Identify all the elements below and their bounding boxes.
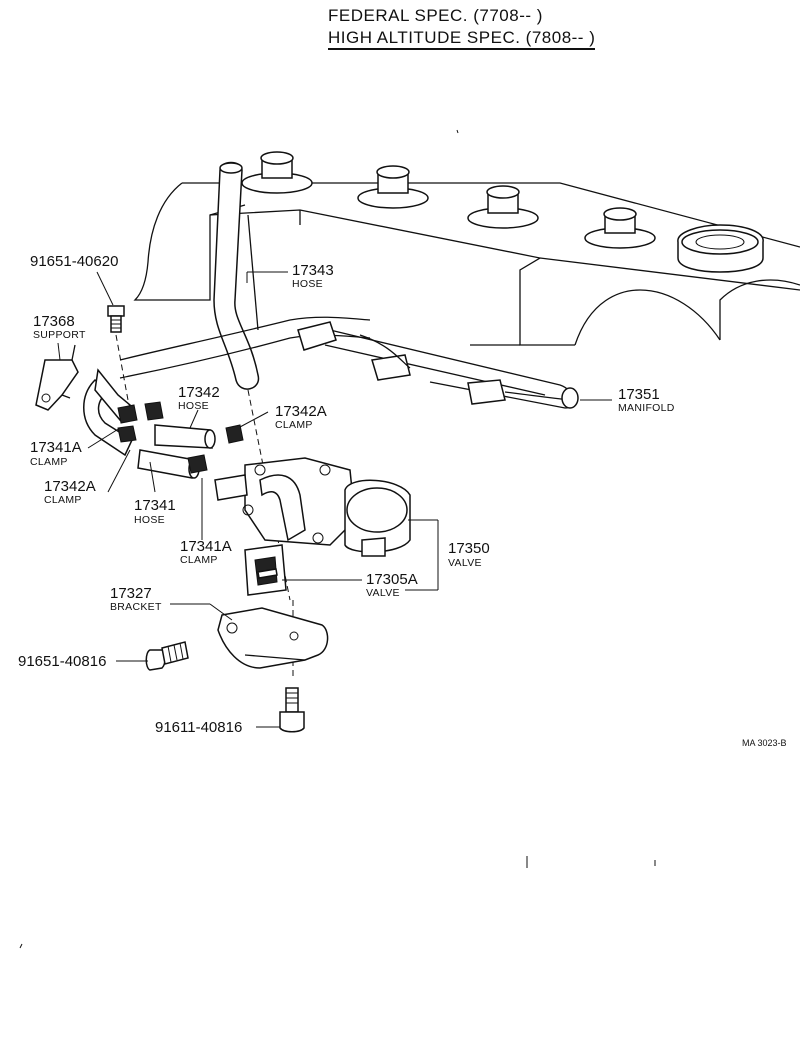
- manifold-17351-icon: [119, 316, 612, 409]
- nozzle-3: [467, 379, 506, 405]
- support-17368-icon: [35, 344, 79, 411]
- part-name: HOSE: [134, 514, 165, 526]
- label-17350: 17350 VALVE: [448, 540, 490, 569]
- engine-head-icon: [133, 151, 800, 346]
- part-name: CLAMP: [30, 456, 68, 468]
- label-91651-40620: 91651-40620: [30, 253, 118, 270]
- part-number: 17341A: [30, 439, 82, 456]
- part-number: 17343: [292, 262, 334, 279]
- label-91651-40816: 91651-40816: [18, 653, 106, 670]
- cam-cap-2: [357, 165, 429, 209]
- part-name: MANIFOLD: [618, 402, 675, 414]
- header-high-altitude-spec: HIGH ALTITUDE SPEC. (7808-- ): [328, 28, 596, 50]
- scan-specks: [19, 129, 656, 949]
- part-number: 17341: [134, 497, 176, 514]
- part-name: CLAMP: [44, 494, 82, 506]
- figure-code: MA 3023-B: [742, 738, 787, 748]
- bolt-91651-40816-icon: [145, 641, 189, 671]
- part-number: 91651-40620: [30, 253, 118, 270]
- part-name: VALVE: [366, 587, 400, 599]
- cam-cap-4: [584, 207, 656, 249]
- part-name: SUPPORT: [33, 329, 86, 341]
- bolt-91651-40620-icon: [107, 305, 129, 401]
- part-number: 17351: [618, 386, 660, 403]
- nozzle-1: [297, 321, 337, 351]
- label-91611-40816: 91611-40816: [155, 719, 242, 736]
- part-number: 17327: [110, 585, 152, 602]
- clamp-icon: [117, 401, 244, 474]
- label-17341A-bottom: 17341A CLAMP: [180, 538, 232, 566]
- header-federal-spec: FEDERAL SPEC. (7708-- ): [328, 6, 543, 25]
- label-17341: 17341 HOSE: [134, 497, 176, 526]
- part-number: 17305A: [366, 571, 418, 588]
- nozzle-2: [371, 354, 411, 381]
- label-17327: 17327 BRACKET: [110, 585, 162, 613]
- label-17341A-left: 17341A CLAMP: [30, 439, 82, 468]
- part-name: VALVE: [448, 557, 482, 569]
- label-17368: 17368 SUPPORT: [33, 313, 86, 341]
- label-17351: 17351 MANIFOLD: [618, 386, 675, 414]
- part-number: 17342A: [275, 403, 327, 420]
- part-number: 91611-40816: [155, 719, 242, 736]
- part-number: 17368: [33, 313, 75, 330]
- leader-lines: [57, 271, 439, 728]
- part-name: BRACKET: [110, 601, 162, 613]
- label-17342A-top: 17342A CLAMP: [275, 403, 327, 431]
- bracket-17327-icon: [217, 607, 329, 669]
- part-name: HOSE: [178, 400, 209, 412]
- part-number: 17350: [448, 540, 490, 557]
- header-high-altitude-text: HIGH ALTITUDE SPEC. (7808-- ): [328, 28, 596, 47]
- cam-cap-1: [241, 151, 313, 194]
- valve-17305A-icon: [244, 544, 287, 596]
- label-17342A-left: 17342A CLAMP: [44, 478, 96, 506]
- header-underline: [328, 48, 596, 50]
- cam-cap-3: [467, 185, 539, 229]
- label-17343: 17343 HOSE: [292, 262, 334, 290]
- part-name: CLAMP: [180, 554, 218, 566]
- part-name: CLAMP: [275, 419, 313, 431]
- part-number: 17342A: [44, 478, 96, 495]
- label-17342: 17342 HOSE: [178, 384, 220, 412]
- part-number: 17341A: [180, 538, 232, 555]
- hose-17343-icon: [213, 161, 291, 601]
- valve-17350-icon: [214, 457, 411, 680]
- label-17305A: 17305A VALVE: [366, 571, 418, 599]
- oil-filler-cap-icon: [677, 224, 764, 273]
- bolt-91611-40816-icon: [279, 687, 305, 733]
- part-name: HOSE: [292, 278, 323, 290]
- part-number: 91651-40816: [18, 653, 106, 670]
- part-number: 17342: [178, 384, 220, 401]
